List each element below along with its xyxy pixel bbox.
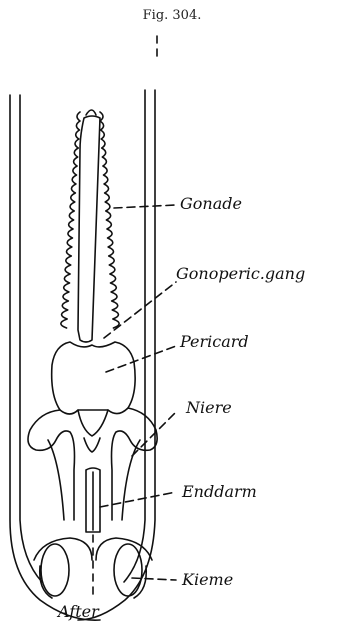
body-axis-line <box>93 36 157 600</box>
gonad-right-scallops <box>100 112 119 328</box>
label-gonopericardial-duct: Gonoperic.gang <box>176 266 305 282</box>
gonad <box>61 110 119 342</box>
pericardium <box>52 342 135 414</box>
label-niere: Niere <box>186 400 232 416</box>
gonad-left-scallops <box>61 112 80 328</box>
label-kieme: Kieme <box>182 572 233 588</box>
label-gonade: Gonade <box>180 196 242 212</box>
leader-lines <box>100 205 176 580</box>
label-after: After <box>58 604 99 620</box>
label-pericard: Pericard <box>180 334 249 350</box>
label-enddarm: Enddarm <box>182 484 257 500</box>
rectum <box>86 468 100 532</box>
